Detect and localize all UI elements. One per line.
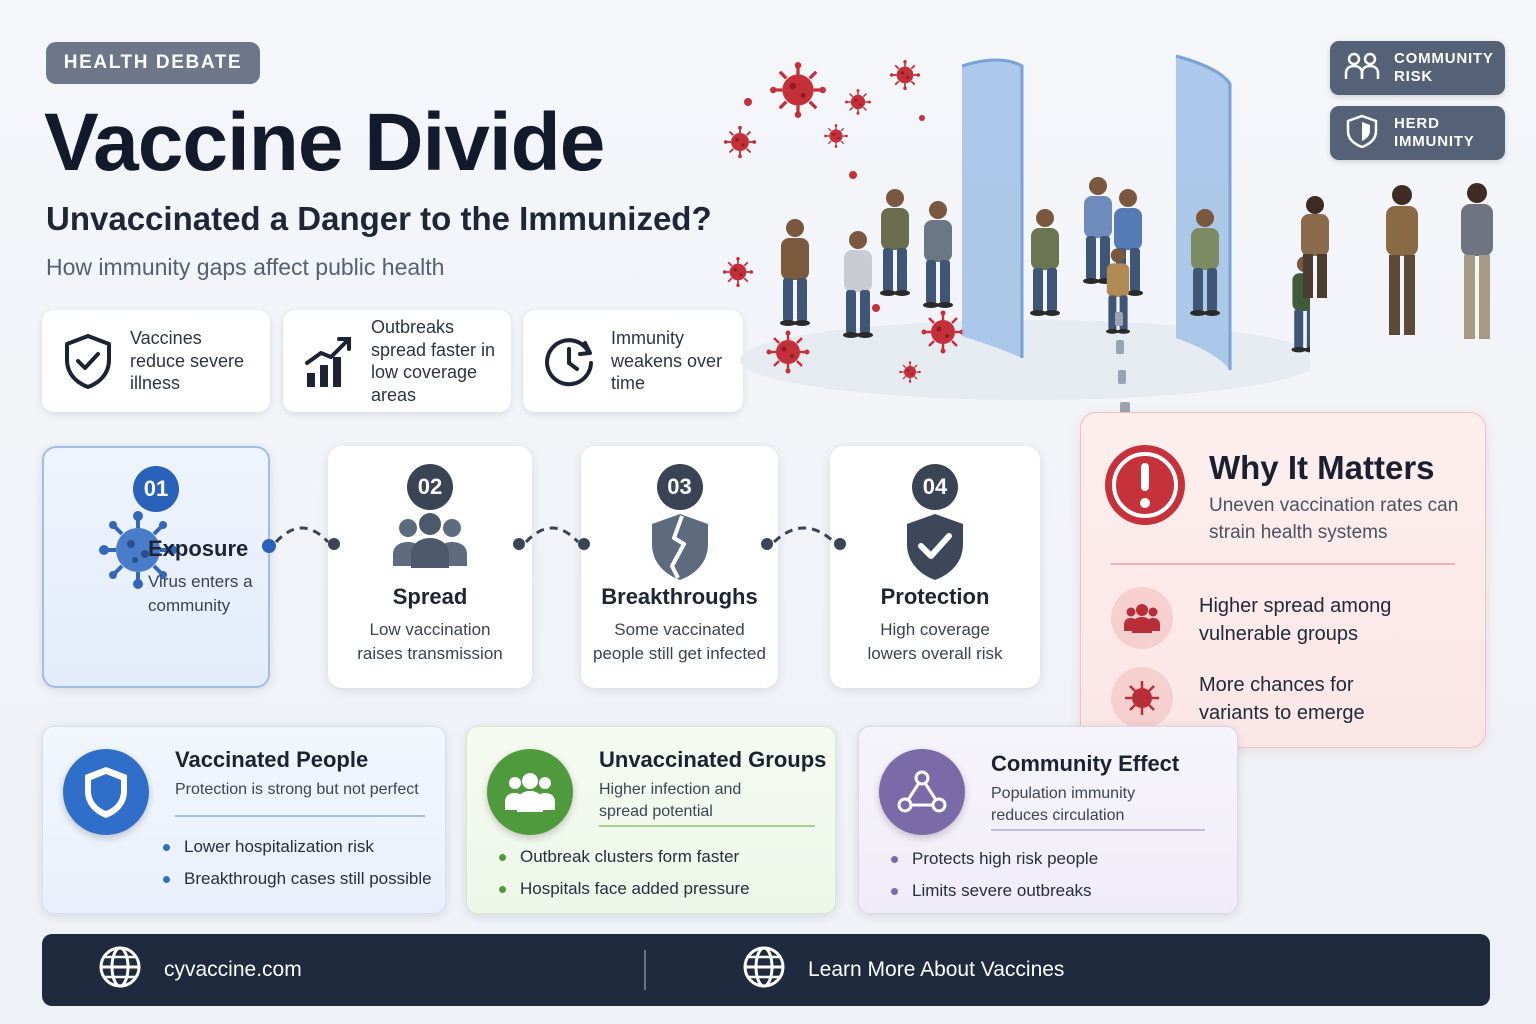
step-connector	[513, 526, 590, 550]
shield-check-icon	[60, 333, 116, 389]
step-number: 02	[407, 464, 453, 510]
group-icon	[1111, 587, 1173, 649]
why-it-matters-card: Why It Matters Uneven vaccination rates …	[1080, 412, 1486, 748]
alert-icon	[1103, 443, 1187, 532]
fact-text: Outbreaks spread faster in low coverage …	[371, 317, 496, 405]
people-group-right	[1301, 196, 1329, 298]
list-item: Lower hospitalization risk	[161, 837, 432, 857]
step-desc: Low vaccination raises transmission	[357, 620, 503, 663]
panel-title: Unvaccinated Groups	[599, 747, 827, 772]
network-icon	[879, 749, 965, 835]
website-link[interactable]: cyvaccine.com	[98, 934, 302, 1006]
step-desc: Some vaccinated people still get infecte…	[593, 620, 766, 663]
virus-icon	[98, 510, 178, 595]
shield-check-icon	[903, 512, 967, 587]
fact-text: Vaccines reduce severe illness	[130, 328, 245, 394]
panel-vaccinated-people: Vaccinated People Protection is strong b…	[42, 726, 446, 914]
panel-desc: Population immunity reduces circulation	[991, 785, 1136, 824]
divider	[175, 815, 425, 817]
divider	[599, 825, 815, 827]
globe-icon	[742, 945, 786, 995]
learn-more-label: Learn More About Vaccines	[808, 958, 1065, 981]
panel-community-effect: Community Effect Population immunity red…	[858, 726, 1238, 914]
step-card-spread: 02 Spread Low vaccination raises transmi…	[328, 446, 532, 688]
shield-icon	[63, 749, 149, 835]
why-title: Why It Matters	[1209, 449, 1435, 486]
fact-text: Immunity weakens over time	[611, 328, 723, 394]
why-item-text: More chances for variants to emerge	[1199, 674, 1365, 724]
community-risk-chip: COMMUNITY RISK	[1330, 41, 1505, 95]
panel-desc: Protection is strong but not perfect	[175, 781, 419, 798]
list-item: Breakthrough cases still possible	[161, 869, 432, 889]
people-pair-right	[1386, 183, 1493, 339]
step-title: Spread	[392, 584, 468, 609]
virus-icon	[1111, 667, 1173, 729]
learn-more-link[interactable]: Learn More About Vaccines	[742, 934, 1064, 1006]
chip-label: HERD IMMUNITY	[1394, 115, 1475, 150]
step-title: Protection	[880, 584, 990, 609]
panel-desc: Higher infection and spread potential	[599, 781, 742, 820]
herd-immunity-chip: HERD IMMUNITY	[1330, 106, 1505, 160]
shield-icon	[1344, 114, 1380, 153]
fact-card-immunity-weakens: Immunity weakens over time	[523, 310, 743, 412]
step-desc: Virus enters a community	[148, 572, 253, 615]
clock-icon	[541, 333, 597, 389]
step-number: 04	[912, 464, 958, 510]
step-number: 01	[133, 466, 179, 512]
step-card-breakthroughs: 03 Breakthroughs Some vaccinated people …	[581, 446, 778, 688]
step-connector	[761, 526, 846, 550]
list-item: Limits severe outbreaks	[889, 881, 1098, 901]
page-subtitle: Unvaccinated a Danger to the Immunized?	[46, 200, 712, 237]
why-desc: Uneven vaccination rates can strain heal…	[1209, 495, 1459, 543]
globe-icon	[98, 945, 142, 995]
panel-bullets: Outbreak clusters form faster Hospitals …	[497, 847, 750, 911]
page-tagline: How immunity gaps affect public health	[46, 254, 445, 280]
panel-bullets: Lower hospitalization risk Breakthrough …	[161, 837, 432, 901]
step-desc: High coverage lowers overall risk	[867, 620, 1003, 663]
panel-bullets: Protects high risk people Limits severe …	[889, 849, 1098, 913]
step-number: 03	[656, 464, 703, 510]
panel-title: Vaccinated People	[175, 747, 369, 772]
list-item: Outbreak clusters form faster	[497, 847, 750, 867]
fact-card-severe-illness: Vaccines reduce severe illness	[42, 310, 270, 412]
divider	[1111, 563, 1455, 565]
chip-label: COMMUNITY RISK	[1394, 50, 1494, 85]
fact-card-outbreaks: Outbreaks spread faster in low coverage …	[283, 310, 511, 412]
group-icon	[391, 512, 469, 575]
why-item-text: Higher spread among vulnerable groups	[1199, 595, 1392, 645]
website-url: cyvaccine.com	[164, 958, 302, 981]
divider	[991, 829, 1205, 831]
step-title: Exposure	[148, 536, 249, 561]
footer-bar: cyvaccine.com Learn More About Vaccines	[42, 934, 1490, 1006]
panel-title: Community Effect	[991, 751, 1180, 776]
category-badge: HEALTH DEBATE	[46, 42, 260, 84]
step-card-protection: 04 Protection High coverage lowers overa…	[830, 446, 1040, 688]
group-icon	[487, 749, 573, 835]
step-title: Breakthroughs	[601, 584, 758, 609]
list-item: Hospitals face added pressure	[497, 879, 750, 899]
community-illustration	[722, 54, 1310, 414]
trend-chart-icon	[301, 333, 357, 389]
panel-unvaccinated-groups: Unvaccinated Groups Higher infection and…	[466, 726, 836, 914]
page-title: Vaccine Divide	[44, 97, 605, 188]
people-icon	[1344, 51, 1380, 86]
cracked-shield-icon	[648, 512, 712, 587]
step-card-exposure: 01 Exposure Virus enters a community	[42, 446, 270, 688]
list-item: Protects high risk people	[889, 849, 1098, 869]
divider	[644, 950, 646, 990]
step-connector	[262, 526, 340, 553]
